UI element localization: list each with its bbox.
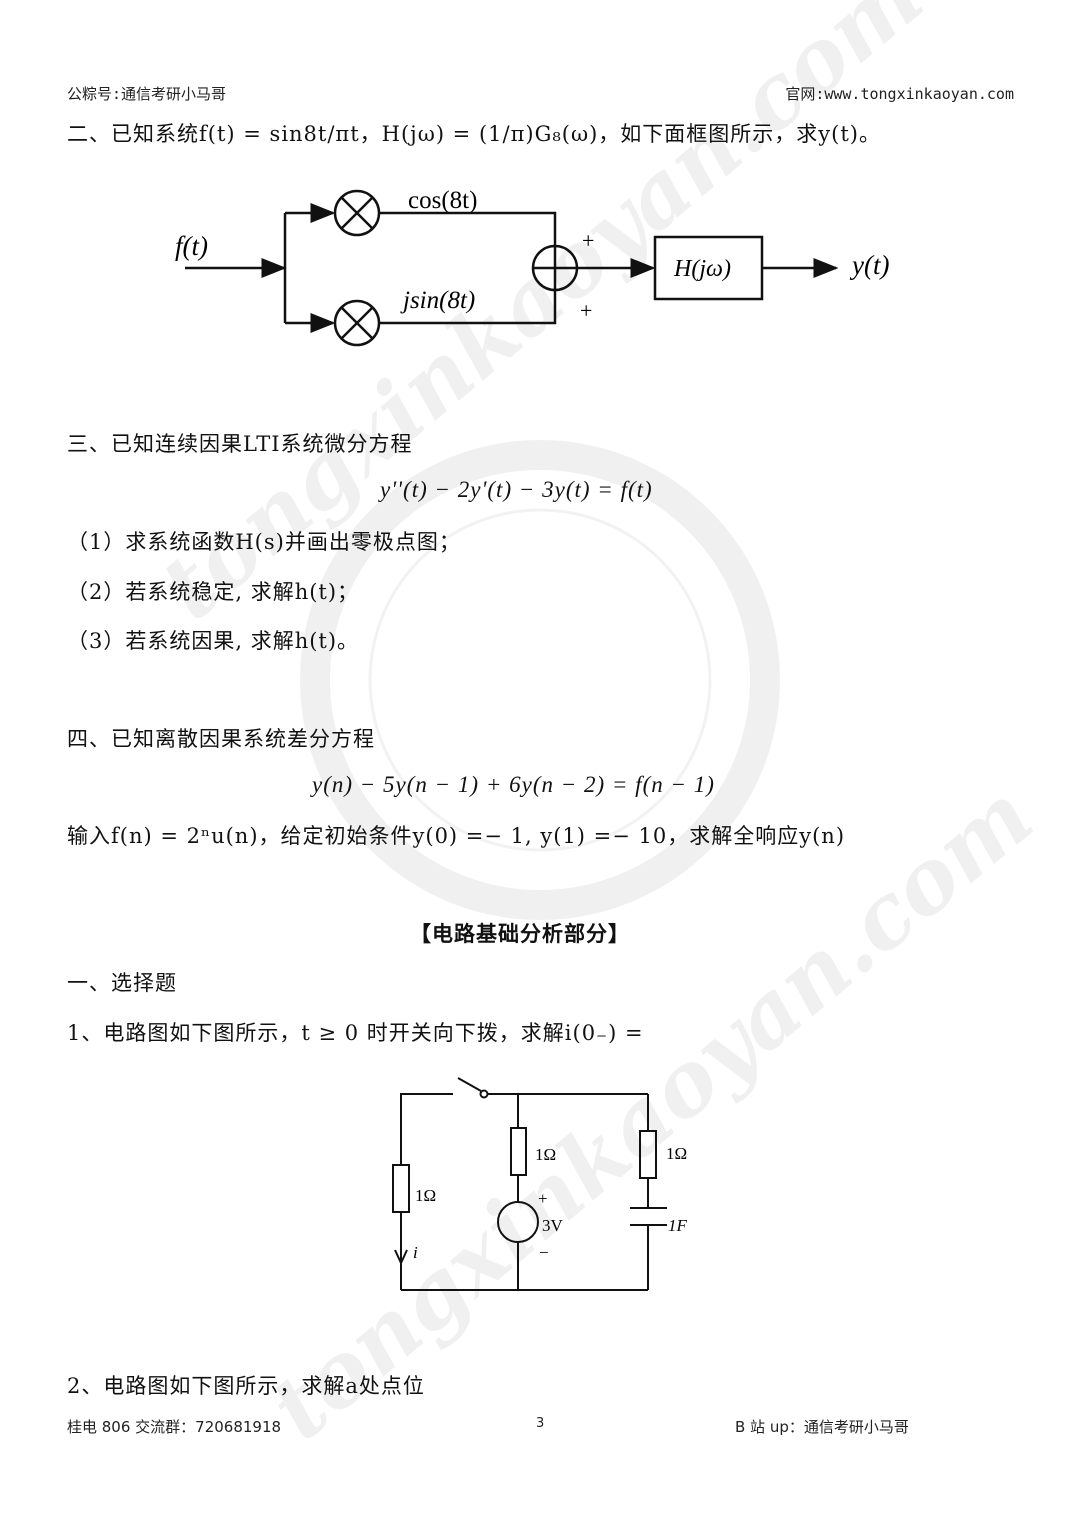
q3-item-3: （3）若系统因果, 求解h(t)。 (67, 629, 360, 653)
part1-title: 一、选择题 (67, 971, 177, 995)
part1-q2: 2、电路图如下图所示，求解a处点位 (67, 1374, 425, 1398)
header-left: 公粽号:通信考研小马哥 (67, 85, 227, 103)
output-label: y(t) (849, 250, 889, 280)
resistor-right (639, 1130, 657, 1179)
r-right-label: 1Ω (666, 1144, 687, 1163)
cap-label: 1F (668, 1216, 688, 1235)
minus-label: − (539, 1243, 549, 1262)
q4-title: 四、已知离散因果系统差分方程 (67, 727, 375, 751)
watermark-seal (300, 440, 780, 920)
resistor-mid (510, 1127, 527, 1176)
source-label: 3V (542, 1216, 564, 1235)
footer-right: B 站 up：通信考研小马哥 (735, 1418, 909, 1436)
q4-text: 输入f(n) = 2ⁿu(n)，给定初始条件y(0) =− 1, y(1) =−… (67, 824, 846, 848)
current-arrow (394, 1249, 408, 1266)
resistor-left (392, 1164, 410, 1213)
current-label: i (413, 1243, 418, 1262)
q2-text: 二、已知系统f(t) = sin8t/πt，H(jω) = (1/π)G₈(ω)… (67, 122, 881, 146)
q3-item-2: （2）若系统稳定, 求解h(t)； (67, 580, 360, 604)
block-label: H(jω) (673, 256, 731, 282)
section-title: 【电路基础分析部分】 (410, 921, 630, 946)
q3-equation: y''(t) − 2y'(t) − 3y(t) = f(t) (380, 477, 653, 502)
input-label: f(t) (175, 231, 208, 261)
switch (457, 1077, 482, 1092)
page-number: 3 (536, 1416, 545, 1431)
q3-title: 三、已知连续因果LTI系统微分方程 (67, 432, 413, 456)
q4-equation: y(n) − 5y(n − 1) + 6y(n − 2) = f(n − 1) (312, 772, 715, 797)
plus-bottom: + (580, 298, 592, 323)
r-mid-label: 1Ω (535, 1145, 556, 1164)
q3-item-1: （1）求系统函数H(s)并画出零极点图； (67, 530, 461, 554)
plus-label: + (538, 1189, 548, 1208)
header-right: 官网:www.tongxinkaoyan.com (785, 85, 1014, 103)
part1-q1: 1、电路图如下图所示，t ≥ 0 时开关向下拨，求解i(0₋) = (67, 1021, 644, 1045)
sin-label: jsin(8t) (400, 287, 475, 314)
r-left-label: 1Ω (415, 1186, 436, 1205)
footer-left: 桂电 806 交流群：720681918 (67, 1418, 282, 1436)
circuit-diagram: 1Ω 1Ω 1Ω + 3V − 1F i (392, 1077, 688, 1291)
cos-label: cos(8t) (408, 187, 477, 214)
voltage-source (497, 1201, 539, 1243)
plus-top: + (582, 228, 594, 253)
block-diagram: f(t) cos(8t) jsin(8t) + + H(jω) y(t) (175, 187, 889, 347)
